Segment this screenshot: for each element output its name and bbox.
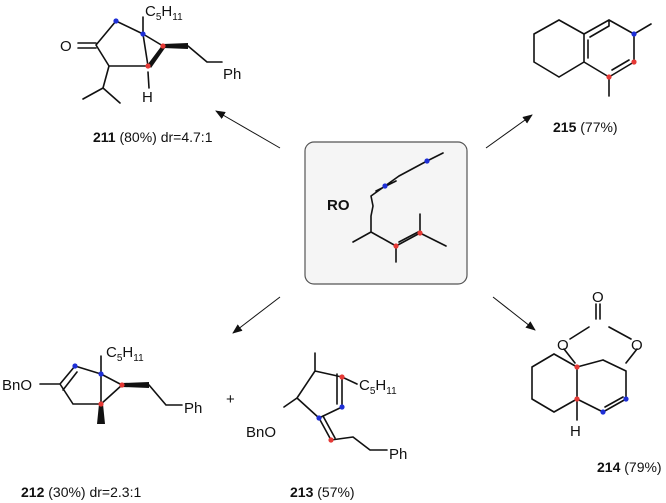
cmpd215-red-atom <box>631 59 637 65</box>
cmpd211-red-atom <box>145 63 151 69</box>
substrate-ro: RO <box>327 197 350 214</box>
plus-sign: + <box>226 391 235 408</box>
cmpd211-blue-atom <box>113 18 119 24</box>
compound-215: 215 (77%) <box>533 19 652 135</box>
substrate-bonds <box>352 152 447 263</box>
cmpd211-caption: 211 (80%) dr=4.7:1 <box>93 129 213 145</box>
cmpd214-o-right: O <box>631 337 643 354</box>
cmpd211-blue-atom <box>140 31 146 37</box>
cmpd213-blue-atom <box>339 404 345 410</box>
compound-212: BnO C5H11 Ph 212 (30%) dr=2.3:1 <box>2 344 202 500</box>
cmpd213-bno: BnO <box>246 424 276 441</box>
cmpd212-red-atom <box>98 401 104 407</box>
cmpd211-wedge <box>163 43 188 49</box>
cmpd213-c5h11: C5H11 <box>359 377 397 397</box>
cmpd215-caption: 215 (77%) <box>553 119 618 135</box>
arrow-to-212 <box>232 296 281 334</box>
cmpd211-c5h11: C5H11 <box>145 3 183 23</box>
cmpd212-bno: BnO <box>2 377 32 394</box>
cmpd213-red-atom <box>328 437 334 443</box>
arrow-to-214 <box>492 296 536 331</box>
cmpd214-o-top: O <box>592 289 604 306</box>
cmpd213-blue-atom <box>339 374 345 380</box>
cmpd211-ph: Ph <box>223 66 241 83</box>
arrow-to-215 <box>485 114 533 149</box>
substrate-blue-atom <box>382 183 388 189</box>
cmpd212-bonds <box>39 355 183 406</box>
substrate: RO <box>304 141 468 285</box>
cmpd215-red-atom <box>606 74 612 80</box>
cmpd211-red-atom <box>160 43 166 49</box>
substrate-red-atom <box>393 243 399 249</box>
cmpd213-caption: 213 (57%) <box>290 484 355 500</box>
cmpd215-bonds <box>533 19 652 97</box>
cmpd213-ph: Ph <box>389 446 407 463</box>
cmpd215-blue-atom <box>631 31 637 37</box>
compound-211: O C5H11 H Ph 211 (80%) dr=4.7:1 <box>60 3 241 145</box>
cmpd212-caption: 212 (30%) dr=2.3:1 <box>21 484 141 500</box>
cmpd214-red-atom <box>574 364 580 370</box>
arrow-to-211 <box>215 110 281 149</box>
cmpd214-blue-atom <box>623 396 629 402</box>
cmpd212-blue-atom <box>98 371 104 377</box>
cmpd214-o-left: O <box>557 337 569 354</box>
cmpd212-c5h11: C5H11 <box>106 344 144 364</box>
substrate-red-atom <box>417 230 423 236</box>
cmpd211-wedge <box>148 44 165 68</box>
cmpd214-bonds <box>531 303 638 421</box>
cmpd214-h: H <box>570 423 581 440</box>
compound-213: BnO C5H11 Ph 213 (57%) <box>246 352 407 500</box>
cmpd211-o: O <box>60 38 72 55</box>
cmpd214-blue-atom <box>600 409 606 415</box>
compound-214: O O O H 214 (79%) <box>531 289 662 475</box>
cmpd212-ph: Ph <box>184 400 202 417</box>
cmpd213-bonds <box>283 352 388 451</box>
cmpd212-wedge <box>122 382 149 388</box>
substrate-box <box>304 141 468 285</box>
cmpd212-red-atom <box>119 382 125 388</box>
substrate-blue-atom <box>424 158 430 164</box>
cmpd211-h: H <box>142 89 153 106</box>
cmpd214-red-atom <box>574 396 580 402</box>
cmpd212-wedge <box>97 404 105 424</box>
cmpd214-caption: 214 (79%) <box>597 459 662 475</box>
cmpd213-blue-atom <box>316 415 322 421</box>
cmpd212-blue-atom <box>72 363 78 369</box>
